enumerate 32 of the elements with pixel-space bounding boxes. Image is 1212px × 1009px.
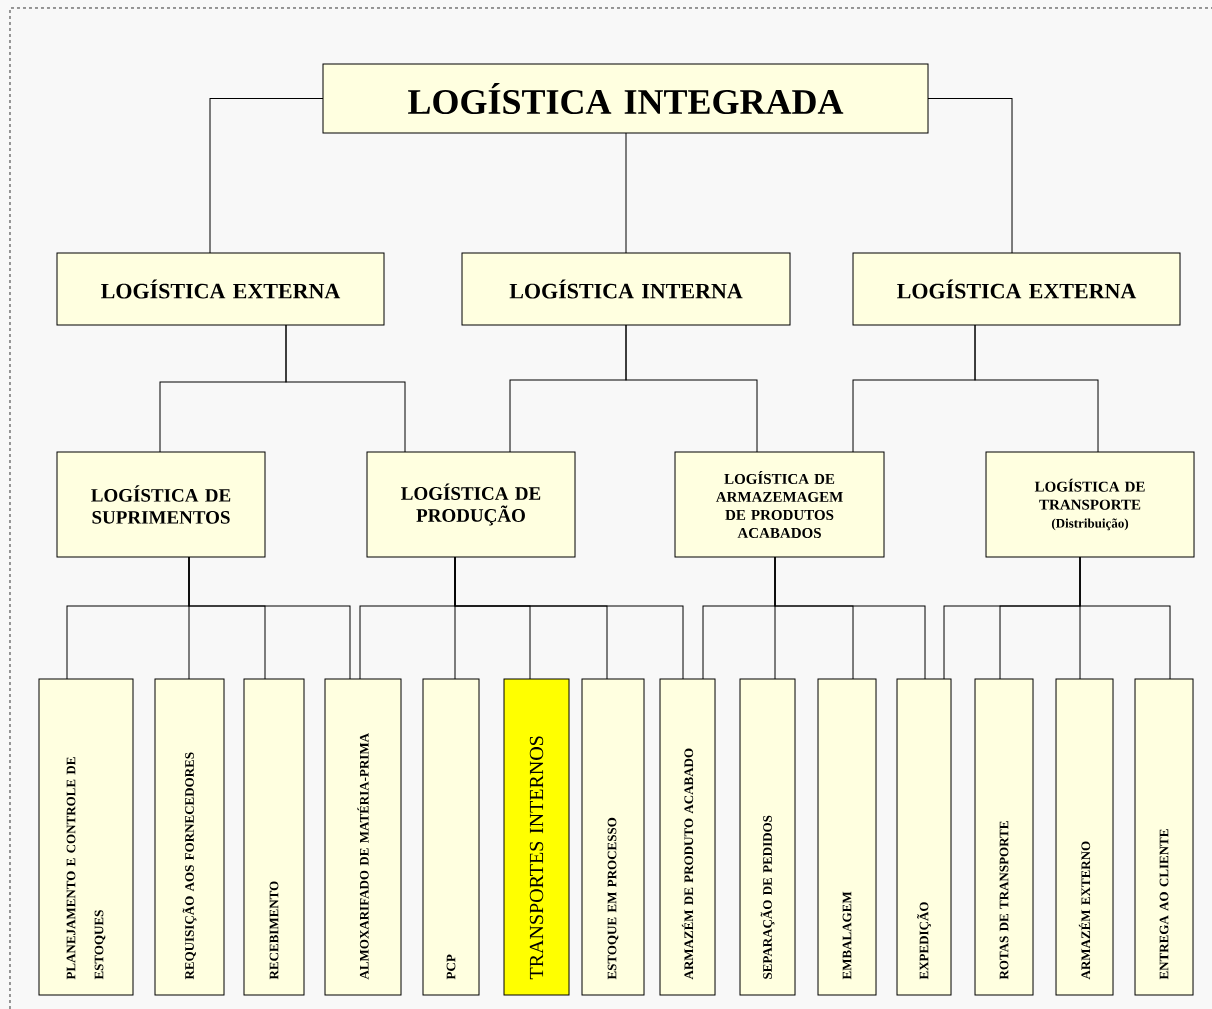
connector-line bbox=[927, 98, 1013, 254]
connector-line bbox=[209, 98, 324, 254]
connector-line bbox=[774, 556, 926, 680]
activity-box: PLANEJAMENTO E CONTROLE DE ESTOQUES bbox=[38, 678, 134, 996]
activity-box: SEPARAÇÃO DE PEDIDOS bbox=[739, 678, 796, 996]
connector-line bbox=[285, 324, 406, 453]
activity-box: ESTOQUE EM PROCESSO bbox=[581, 678, 645, 996]
activity-box: TRANSPORTES INTERNOS bbox=[503, 678, 570, 996]
title-box: LOGÍSTICA INTEGRADA bbox=[322, 63, 929, 134]
category-box: LOGÍSTICA EXTERNA bbox=[56, 252, 385, 326]
connector-line bbox=[188, 556, 351, 680]
activity-box: EMBALAGEM bbox=[817, 678, 877, 996]
connector-line bbox=[974, 324, 1099, 453]
activity-box: ROTAS DE TRANSPORTE bbox=[974, 678, 1034, 996]
activity-box: RECEBIMENTO bbox=[243, 678, 305, 996]
connector-line bbox=[625, 324, 758, 453]
activity-box: ALMOXARIFADO DE MATÉRIA-PRIMA bbox=[324, 678, 402, 996]
activity-box: ARMAZÉM EXTERNO bbox=[1055, 678, 1114, 996]
activity-box: EXPEDIÇÃO bbox=[896, 678, 952, 996]
activity-box: ARMAZÉM DE PRODUTO ACABADO bbox=[659, 678, 716, 996]
activity-box: ENTREGA AO CLIENTE bbox=[1134, 678, 1194, 996]
activity-box: REQUISIÇÃO AOS FORNECEDORES bbox=[154, 678, 225, 996]
category-box: LOGÍSTICA DE TRANSPORTE (Distribuição) bbox=[985, 451, 1195, 558]
category-box: LOGÍSTICA DE SUPRIMENTOS bbox=[56, 451, 266, 558]
category-box: LOGÍSTICA DE PRODUÇÃO bbox=[366, 451, 576, 558]
connector-line bbox=[1079, 556, 1171, 680]
category-box: LOGÍSTICA INTERNA bbox=[461, 252, 791, 326]
category-box: LOGÍSTICA DE ARMAZEMAGEM DE PRODUTOS ACABADOS bbox=[674, 451, 885, 558]
category-box: LOGÍSTICA EXTERNA bbox=[852, 252, 1181, 326]
connector-line bbox=[625, 132, 627, 254]
connector-line bbox=[454, 556, 684, 680]
activity-box: PCP bbox=[422, 678, 480, 996]
